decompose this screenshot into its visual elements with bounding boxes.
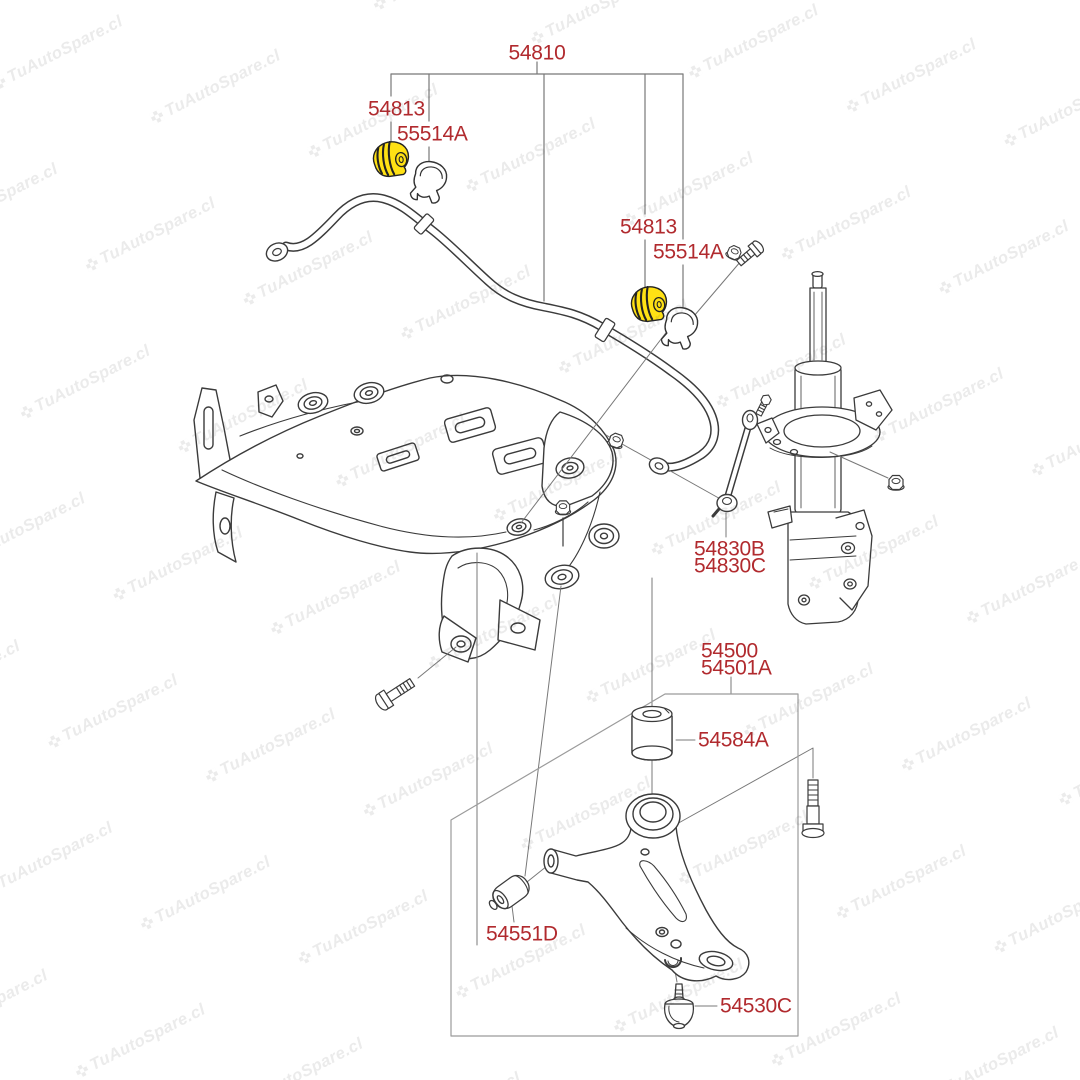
label-stabilizer-link-lower: 54830C (694, 554, 766, 578)
stabilizer-clamp-right (659, 304, 701, 352)
label-ball-joint: 54530C (720, 994, 792, 1018)
leader-bracket-54810 (390, 61, 684, 308)
stabilizer-bar (265, 193, 720, 472)
crossmember-bolt (374, 646, 457, 711)
lower-arm-box (450, 693, 799, 1037)
stabilizer-bushing-right (628, 283, 671, 325)
crossmember (193, 374, 620, 663)
ball-joint (663, 957, 695, 1030)
stabilizer-clamp-left (408, 158, 450, 206)
label-stabilizer-link-upper: 54830B (694, 537, 765, 561)
label-stabilizer-clamp-right: 55514A (653, 240, 724, 264)
label-stabilizer-bushing-left: 54813 (368, 97, 425, 121)
lower-control-arm (543, 793, 750, 982)
label-stabilizer-bushing-right: 54813 (620, 215, 677, 239)
bar-left-eye (265, 242, 289, 262)
clamp2-hardware (520, 240, 765, 524)
bar-right-eye (648, 457, 670, 475)
label-lower-arm-alt: 54501A (701, 656, 772, 680)
bar-collar-right (594, 317, 616, 343)
label-stabilizer-bar-assembly: 54810 (508, 41, 566, 65)
label-lower-arm: 54500 (701, 639, 758, 663)
stabilizer-link (605, 394, 772, 538)
arm-mount-bolt (801, 779, 825, 839)
label-stabilizer-clamp-left: 55514A (397, 122, 468, 146)
strut-assembly (756, 270, 905, 625)
arm-rear-bushing (488, 874, 530, 910)
arm-front-bushing (631, 705, 673, 761)
bar-collar-left (413, 213, 435, 235)
label-arm-rear-bushing: 54551D (486, 922, 558, 946)
label-arm-front-bushing: 54584A (698, 728, 769, 752)
